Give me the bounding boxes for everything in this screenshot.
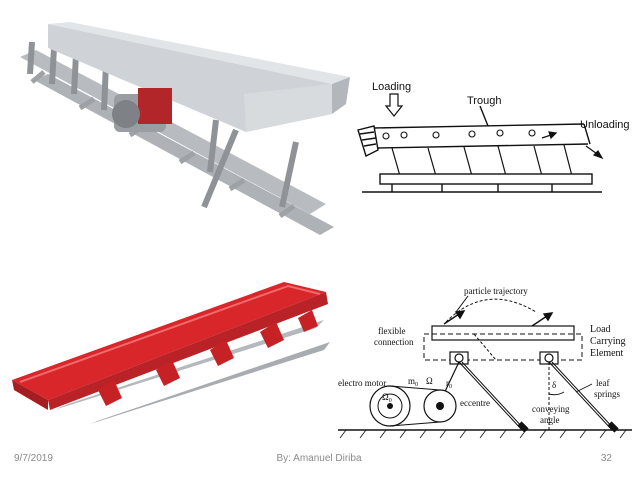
flow-arrows [541, 131, 604, 160]
leaf-label-1: leaf [596, 378, 610, 388]
trough-diagram: Loading Trough Unloading [352, 76, 634, 201]
load-label-1: Load [590, 324, 611, 335]
r0-label: r0 [446, 378, 452, 390]
conveying-label-1: conveying [532, 404, 570, 414]
red-conveyor-image [8, 282, 338, 432]
omega-label: Ω [426, 376, 433, 386]
flexible-label-1: flexible [378, 326, 406, 336]
particles [382, 129, 536, 140]
m0-label: m0 [408, 376, 418, 388]
pivots [449, 351, 559, 365]
grey-conveyor-image [14, 22, 354, 237]
leaf-springs [458, 361, 616, 431]
conveying-label-2: angle [540, 415, 560, 425]
base-frame [362, 173, 602, 193]
inclined-springs [391, 144, 573, 177]
omega0-label: Ω0 [382, 392, 392, 404]
particle-trajectory-label: particle trajectory [464, 286, 528, 296]
eccentre-label: eccentre [460, 398, 490, 408]
delta-label: δ [552, 380, 556, 390]
footer-date: 9/7/2019 [14, 453, 53, 464]
electro-motor-label: electro motor [338, 378, 386, 388]
load-label-2: Carrying [590, 336, 626, 347]
flexible-label-2: connection [374, 337, 414, 347]
trough-body [357, 105, 591, 157]
loading-arrow [384, 93, 404, 117]
footer-author: By: Amanuel Diriba [276, 453, 362, 464]
loading-label: Loading [372, 81, 411, 93]
trough-label: Trough [467, 95, 501, 107]
leaf-label-2: springs [594, 389, 621, 399]
mechanism-diagram: particle trajectory flexible connection … [336, 282, 636, 442]
load-carrying-element [431, 325, 575, 341]
load-label-3: Element [590, 348, 624, 359]
unloading-label: Unloading [580, 119, 630, 131]
vibration-arrows [443, 310, 554, 327]
footer-page-number: 32 [600, 453, 612, 464]
